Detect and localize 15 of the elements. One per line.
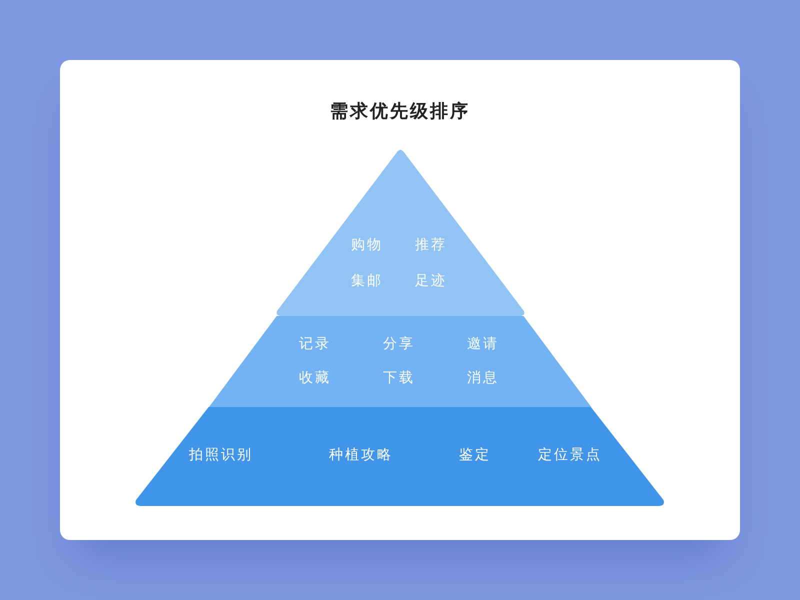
tier-item: 下载: [382, 369, 415, 387]
tier-item: 鉴定: [458, 446, 491, 464]
tier-item: 拍照识别: [188, 446, 253, 464]
tier-item: 集邮: [350, 272, 383, 290]
tier-item: 购物: [350, 236, 383, 254]
tier-item: 推荐: [414, 236, 447, 254]
tier-item: 记录: [298, 335, 331, 353]
tier-item: 种植攻略: [328, 446, 393, 464]
tier-item: 定位景点: [538, 446, 602, 464]
tier-item: 足迹: [414, 272, 447, 290]
tier-item: 邀请: [466, 335, 499, 353]
tier-item: 消息: [466, 369, 499, 387]
tier-item: 分享: [382, 335, 415, 353]
title: 需求优先级排序: [329, 100, 471, 123]
tier-item: 收藏: [298, 369, 331, 387]
